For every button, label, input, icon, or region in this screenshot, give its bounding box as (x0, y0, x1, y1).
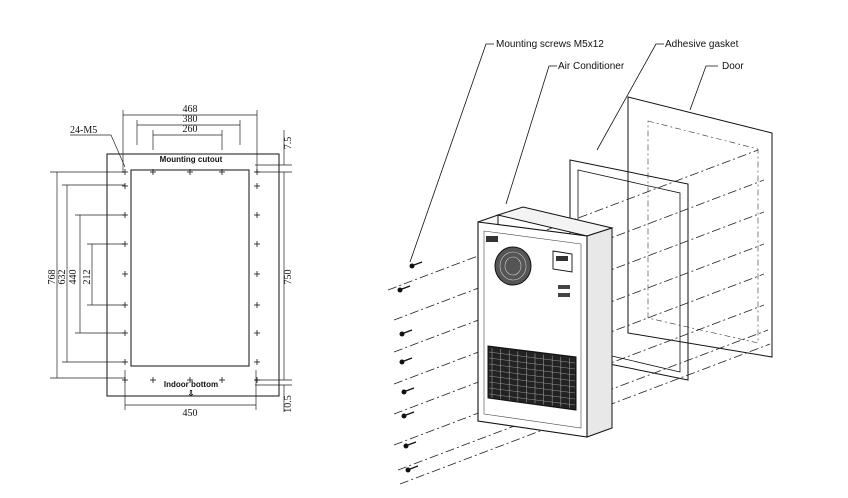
screw-hole-mark (219, 169, 225, 175)
dim-260: 260 (183, 124, 198, 135)
screw-hole-mark (219, 377, 225, 383)
screw-hole-mark (254, 302, 260, 308)
dim-450: 450 (183, 408, 198, 419)
dim-468: 468 (183, 104, 198, 115)
dim-380: 380 (183, 114, 198, 125)
screw-icon (403, 441, 417, 449)
screw-hole-mark (122, 241, 128, 247)
callout-door: Door (722, 61, 744, 72)
cutout-label: Mounting cutout (160, 155, 223, 164)
screw-spec-label: 24-M5 (70, 125, 97, 136)
callouts: Mounting screws M5x12 Air Conditioner Ad… (409, 39, 744, 263)
screw-hole-mark (122, 169, 128, 175)
screw-hole-mark (254, 241, 260, 247)
dim-632: 632 (57, 270, 68, 285)
screw-hole-mark (150, 377, 156, 383)
down-arrow-icon: ⇩ (188, 389, 195, 398)
screw-icon (399, 329, 413, 337)
dim-212: 212 (82, 270, 93, 285)
dim-768: 768 (47, 270, 58, 285)
dim-750: 750 (283, 270, 294, 285)
screw-hole-mark (122, 212, 128, 218)
mounting-screws (397, 261, 423, 473)
screw-axis-line (393, 179, 765, 321)
cutout-rectangle (130, 169, 250, 367)
screw-hole-mark (122, 359, 128, 365)
fan-grille-icon (494, 246, 532, 286)
screw-axis-line (399, 343, 771, 485)
callout-mounting-screws: Mounting screws M5x12 (496, 39, 604, 50)
screw-icon (397, 285, 411, 293)
screw-hole-mark (254, 330, 260, 336)
logo-icon (486, 236, 498, 242)
callout-adhesive-gasket: Adhesive gasket (665, 39, 739, 50)
screw-axis-line (393, 273, 765, 415)
screw-hole-mark (122, 302, 128, 308)
screw-axis-line (393, 304, 765, 446)
air-conditioner-unit (477, 206, 614, 438)
cutout-drawing: 468 380 260 24-M5 Mounting cutout Indoor… (47, 104, 294, 419)
screw-hole-mark (254, 212, 260, 218)
door-cutout (647, 120, 759, 344)
door-panel (627, 96, 773, 358)
dim-440: 440 (68, 270, 79, 285)
exploded-view: Mounting screws M5x12 Air Conditioner Ad… (387, 39, 773, 485)
screw-hole-mark (122, 271, 128, 277)
screw-axis-line (393, 211, 765, 353)
screw-hole-mark (254, 359, 260, 365)
screw-icon (405, 465, 419, 473)
screw-axis-lines (387, 149, 771, 485)
screw-hole-mark (122, 330, 128, 336)
screw-hole-mark (122, 377, 128, 383)
screw-icon (409, 261, 423, 269)
label-plate-icon (558, 285, 570, 289)
bottom-label: Indoor bottom (164, 380, 218, 389)
screw-hole-mark (254, 271, 260, 277)
screw-hole-mark (254, 183, 260, 189)
dim-7-5: 7.5 (283, 137, 294, 150)
unit-outline (106, 153, 280, 397)
screw-hole-mark (187, 377, 193, 383)
screw-hole-mark (254, 377, 260, 383)
louver-grille-icon (487, 345, 577, 411)
dim-10-5: 10.5 (283, 395, 294, 413)
screw-hole-mark (254, 169, 260, 175)
screw-axis-line (393, 243, 765, 385)
screw-icon (401, 387, 415, 395)
screw-axis-line (387, 149, 759, 291)
screw-axis-line (397, 329, 769, 471)
screw-hole-mark (150, 169, 156, 175)
screw-icon (401, 411, 415, 419)
screw-icon (399, 357, 413, 365)
screw-hole-mark (122, 183, 128, 189)
callout-air-conditioner: Air Conditioner (558, 61, 625, 72)
screw-hole-mark (187, 169, 193, 175)
controller-display-icon (552, 250, 573, 273)
screw-holes (122, 169, 260, 383)
